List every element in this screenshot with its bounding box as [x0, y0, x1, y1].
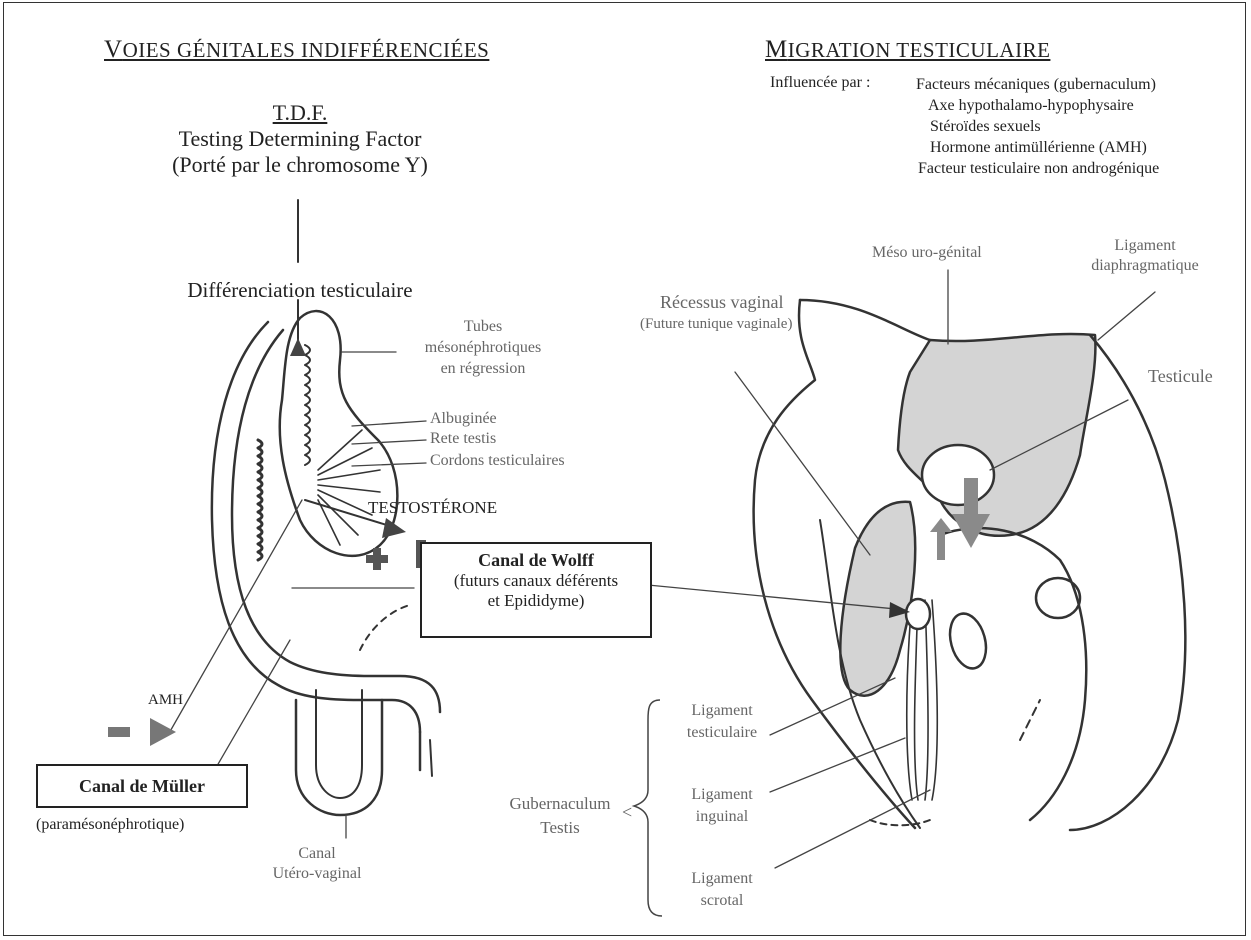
wolff-canal-box: Canal de Wolff (futurs canaux déférents … — [420, 542, 652, 638]
gubernaculum-strands — [907, 600, 938, 800]
brace-symbol: < — [622, 802, 632, 823]
inner-duct-path — [232, 330, 440, 712]
albuginee-label: Albuginée — [430, 410, 497, 428]
gubernaculum-brace — [634, 700, 662, 916]
small-up-arrow — [930, 518, 952, 560]
influence-item: Hormone antimüllérienne (AMH) — [916, 137, 1159, 158]
testicule-label: Testicule — [1148, 366, 1213, 387]
wolff-canal-sub1: (futurs canaux déférents — [422, 571, 650, 591]
wolff-canal-title: Canal de Wolff — [422, 550, 650, 571]
obturator-ellipse — [944, 610, 991, 673]
amh-label: AMH — [148, 692, 183, 709]
wolff-segments-path — [258, 440, 262, 560]
left-heading: VOIES GÉNITALES INDIFFÉRENCIÉES — [104, 36, 489, 65]
right-wall-2 — [430, 740, 432, 776]
uterovaginal-inner — [316, 690, 362, 798]
influence-item: Facteur testiculaire non androgénique — [916, 158, 1159, 179]
leader-recessus — [735, 372, 870, 555]
influence-item: Facteurs mécaniques (gubernaculum) — [916, 74, 1159, 95]
muller-canal-title: Canal de Müller — [38, 776, 246, 797]
right-heading: MIGRATION TESTICULAIRE — [765, 36, 1050, 65]
testicular-differentiation-label: Différenciation testiculaire — [120, 278, 480, 302]
tdf-chromosome-note: (Porté par le chromosome Y) — [110, 152, 490, 177]
leader-diaph — [1098, 292, 1155, 340]
leader-lig-scrotal — [775, 790, 930, 868]
leader-amh — [168, 500, 302, 735]
muller-canal-subtitle: (paramésonéphrotique) — [36, 816, 184, 834]
meso-urogenital-label: Méso uro-génital — [872, 244, 982, 262]
pelvis-outline — [940, 528, 1086, 820]
recessus-sublabel: (Future tunique vaginale) — [640, 316, 792, 333]
testosterone-label: TESTOSTÉRONE — [368, 498, 497, 518]
leader-cordons — [352, 463, 426, 466]
testicular-cords-label: Cordons testiculaires — [430, 452, 565, 470]
tubules-path — [305, 345, 310, 465]
tdf-abbreviation: T.D.F. — [150, 100, 450, 125]
influence-label: Influencée par : — [770, 74, 870, 92]
influence-list: Facteurs mécaniques (gubernaculum) Axe h… — [916, 74, 1159, 179]
leader-rete — [352, 440, 426, 444]
epididymis-ellipse — [906, 599, 930, 629]
pelvis-bone — [1036, 578, 1080, 618]
rete-testis-label: Rete testis — [430, 430, 496, 448]
influence-item: Stéroïdes sexuels — [916, 116, 1159, 137]
meso-shaded-area — [898, 334, 1095, 536]
inguinal-dashed — [1020, 700, 1040, 740]
testicular-cords — [318, 430, 380, 545]
minus-sign — [108, 727, 130, 737]
wolff-canal-sub2: et Epididyme) — [422, 591, 650, 611]
recessus-label: Récessus vaginal — [660, 292, 783, 313]
tdf-full-name: Testing Determining Factor — [110, 126, 490, 151]
leader-lig-inguinal — [770, 738, 905, 792]
scrotal-dashed — [870, 820, 930, 825]
muller-canal-box: Canal de Müller — [36, 764, 248, 808]
arrow-diff-head — [290, 338, 306, 356]
testis-outline — [922, 445, 994, 505]
influence-item: Axe hypothalamo-hypophysaire — [916, 95, 1159, 116]
amh-arrowhead — [150, 718, 176, 746]
dashed-duct — [360, 605, 410, 650]
